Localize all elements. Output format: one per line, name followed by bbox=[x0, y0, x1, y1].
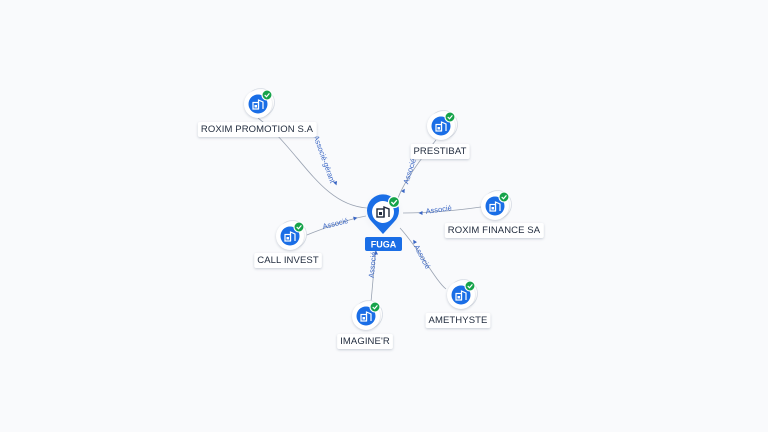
node-call-invest[interactable]: CALL INVEST bbox=[254, 220, 322, 269]
node-label-box: CALL INVEST bbox=[254, 253, 322, 268]
node-imaginer[interactable]: IMAGINE'R bbox=[337, 300, 393, 350]
edge-arrow bbox=[401, 188, 405, 194]
edge-arrow bbox=[418, 211, 423, 215]
node-label: AMETHYSTE bbox=[429, 315, 488, 326]
edge-label: Associé bbox=[412, 243, 432, 270]
check-badge-icon bbox=[464, 280, 476, 292]
edge-line bbox=[399, 227, 447, 290]
node-label-box: IMAGINE'R bbox=[337, 334, 393, 349]
building-icon bbox=[435, 121, 447, 132]
edge-arrow bbox=[374, 250, 378, 255]
node-label: ROXIM FINANCE SA bbox=[448, 225, 541, 236]
check-badge-icon bbox=[498, 191, 510, 203]
building-icon bbox=[489, 201, 501, 212]
edge-line bbox=[303, 215, 367, 237]
node-label: CALL INVEST bbox=[257, 255, 319, 266]
edge-line bbox=[402, 206, 482, 214]
node-label: IMAGINE'R bbox=[340, 336, 390, 347]
center-node-fuga[interactable]: FUGA bbox=[361, 191, 405, 251]
edge-label: Associé bbox=[425, 203, 452, 216]
building-icon bbox=[376, 205, 390, 218]
node-amethyste[interactable]: AMETHYSTE bbox=[425, 279, 491, 329]
node-label-box: ROXIM FINANCE SA bbox=[444, 223, 544, 238]
building-icon bbox=[360, 311, 372, 322]
node-label-box: ROXIM PROMOTION S.A bbox=[197, 122, 317, 137]
check-badge-icon bbox=[387, 195, 401, 209]
edge-label: Associé bbox=[367, 251, 379, 278]
node-label: PRESTIBAT bbox=[414, 146, 467, 157]
node-label-box: PRESTIBAT bbox=[410, 144, 470, 159]
node-label-box: AMETHYSTE bbox=[425, 313, 491, 328]
nodes-layer: ROXIM PROMOTION S.A PRESTIBAT ROXIM FINANC… bbox=[197, 88, 544, 350]
check-badge-icon bbox=[261, 89, 273, 101]
edge-label: Associé bbox=[322, 216, 350, 231]
check-badge-icon bbox=[369, 301, 381, 313]
edge-roxim-finance: Associé bbox=[402, 203, 482, 216]
node-roxim-promotion[interactable]: ROXIM PROMOTION S.A bbox=[197, 88, 317, 138]
edge-label: Associé-gérant bbox=[312, 134, 338, 185]
node-label: ROXIM PROMOTION S.A bbox=[201, 124, 314, 135]
building-icon bbox=[252, 99, 264, 110]
center-label: FUGA bbox=[371, 240, 397, 250]
node-prestibat[interactable]: PRESTIBAT bbox=[410, 110, 470, 160]
center-label-box bbox=[365, 237, 402, 251]
edge-amethyste: Associé bbox=[399, 227, 447, 290]
edge-arrow bbox=[353, 216, 358, 221]
check-badge-icon bbox=[444, 111, 456, 123]
edge-call-invest: Associé bbox=[303, 215, 367, 237]
node-roxim-finance[interactable]: ROXIM FINANCE SA bbox=[444, 190, 544, 239]
edge-label: Associé bbox=[401, 157, 418, 185]
edge-arrow bbox=[413, 239, 417, 245]
building-icon bbox=[284, 231, 296, 242]
building-icon bbox=[455, 290, 467, 301]
check-badge-icon bbox=[293, 221, 305, 233]
edge-arrow bbox=[333, 180, 338, 186]
